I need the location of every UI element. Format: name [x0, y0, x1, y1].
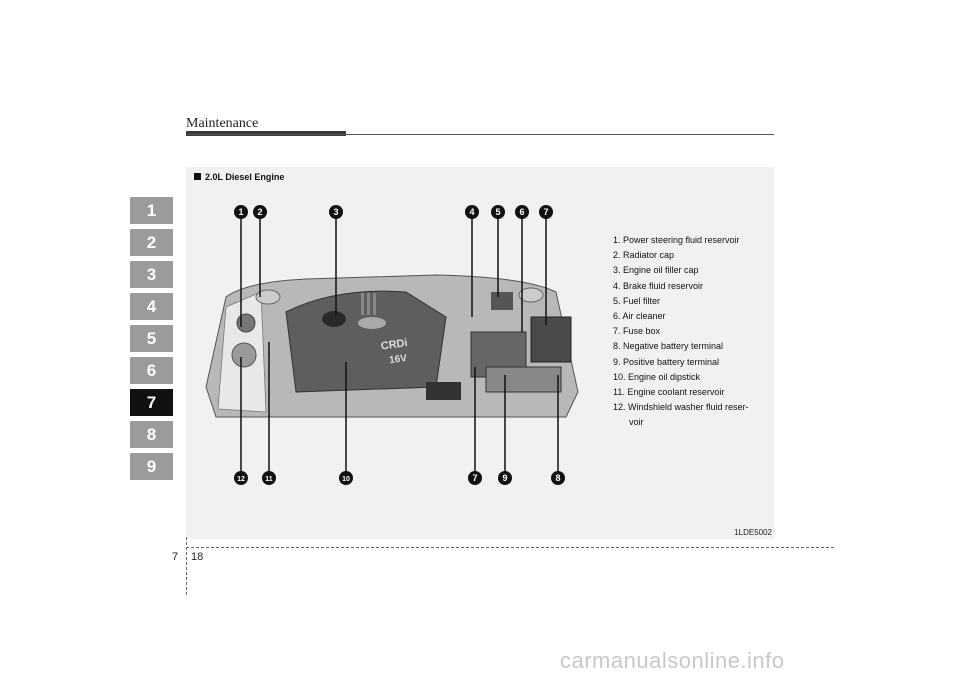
legend-item: 7. Fuse box — [613, 326, 661, 337]
washer-reservoir-shape — [231, 342, 257, 368]
legend-item: 11. Engine coolant reservoir — [613, 387, 725, 398]
figure-caption: 2.0L Diesel Engine — [194, 172, 284, 182]
fuel-filter-shape — [491, 292, 513, 310]
callout-7-top — [539, 205, 553, 219]
legend-item: 5. Fuel filter — [613, 295, 661, 306]
chapter-tab-8[interactable]: 8 — [130, 421, 173, 448]
callout-9 — [498, 471, 512, 485]
header-rule — [186, 134, 774, 135]
callout-label-11: 11 — [265, 476, 273, 483]
section-title: Maintenance — [186, 116, 259, 131]
callout-12 — [234, 471, 248, 485]
chapter-tab-1[interactable]: 1 — [130, 197, 173, 224]
callout-7-bottom — [468, 471, 482, 485]
square-bullet-icon — [194, 173, 201, 180]
callout-11 — [262, 471, 276, 485]
engine-cover-ridge-1 — [361, 293, 364, 315]
battery-shape — [485, 366, 562, 393]
chapter-tab-5[interactable]: 5 — [130, 325, 173, 352]
footer-dashed-rule — [186, 547, 834, 548]
legend-item: 9. Positive battery terminal — [613, 356, 720, 367]
engine-cover-text-16v: 16V — [388, 353, 407, 366]
chapter-tab-3[interactable]: 3 — [130, 261, 173, 288]
callout-label-12: 12 — [237, 476, 245, 483]
engine-cover-ridge-2 — [367, 293, 370, 315]
callout-3 — [329, 205, 343, 219]
parts-legend: 1. Power steering fluid reservoir 2. Rad… — [613, 233, 749, 431]
engine-bay-illustration: CRDi 16V 1 — [205, 205, 579, 485]
engine-cover — [285, 290, 447, 393]
callout-2 — [253, 205, 267, 219]
callout-label-1: 1 — [238, 207, 243, 217]
callout-label-9: 9 — [502, 473, 507, 483]
callout-label-7-bottom: 7 — [472, 473, 477, 483]
callout-label-3: 3 — [333, 207, 338, 217]
figure-code: 1LDE5002 — [734, 528, 772, 537]
fuse-box-shape — [530, 316, 572, 363]
callout-5 — [491, 205, 505, 219]
footer-dashed-divider — [186, 537, 187, 595]
legend-item: 4. Brake fluid reservoir — [613, 280, 704, 291]
callout-label-6: 6 — [519, 207, 524, 217]
callout-label-7-top: 7 — [543, 207, 548, 217]
kia-badge — [358, 317, 386, 329]
chapter-tab-4[interactable]: 4 — [130, 293, 173, 320]
chapter-tab-2[interactable]: 2 — [130, 229, 173, 256]
page-number: 18 — [191, 551, 204, 563]
page-chapter-number: 7 — [172, 551, 179, 563]
engine-cover-ridge-3 — [373, 293, 376, 315]
brake-reservoir-shape — [518, 287, 544, 303]
legend-item: 3. Engine oil filler cap — [613, 265, 699, 276]
engine-cover-text-crdi: CRDi — [380, 337, 408, 353]
callout-4 — [465, 205, 479, 219]
chapter-tab-9[interactable]: 9 — [130, 453, 173, 480]
engine-label-plate — [426, 382, 461, 400]
callout-8 — [551, 471, 565, 485]
watermark: carmanualsonline.info — [560, 648, 785, 673]
legend-item: 2. Radiator cap — [613, 250, 675, 261]
chapter-tab-6[interactable]: 6 — [130, 357, 173, 384]
callout-1 — [234, 205, 248, 219]
callout-6 — [515, 205, 529, 219]
callout-label-5: 5 — [495, 207, 500, 217]
oil-filler-cap — [322, 311, 346, 327]
callout-label-8: 8 — [555, 473, 560, 483]
legend-item-continuation: voir — [629, 417, 644, 428]
power-steering-reservoir-shape — [236, 313, 256, 333]
callout-label-2: 2 — [257, 207, 262, 217]
legend-item: 1. Power steering fluid reservoir — [613, 235, 740, 245]
header-accent-bar — [186, 131, 346, 136]
callout-label-10: 10 — [342, 476, 350, 483]
callout-10 — [339, 471, 353, 485]
legend-item: 8. Negative battery terminal — [613, 341, 724, 352]
figure-panel: 2.0L Diesel Engine CRDi 16V — [186, 167, 774, 539]
chapter-tab-7[interactable]: 7 — [130, 389, 173, 416]
radiator-cap-shape — [255, 289, 281, 305]
legend-item: 10. Engine oil dipstick — [613, 371, 701, 382]
legend-item: 6. Air cleaner — [613, 311, 666, 322]
callout-label-4: 4 — [469, 207, 474, 217]
legend-item: 12. Windshield washer fluid reser- — [613, 402, 749, 413]
